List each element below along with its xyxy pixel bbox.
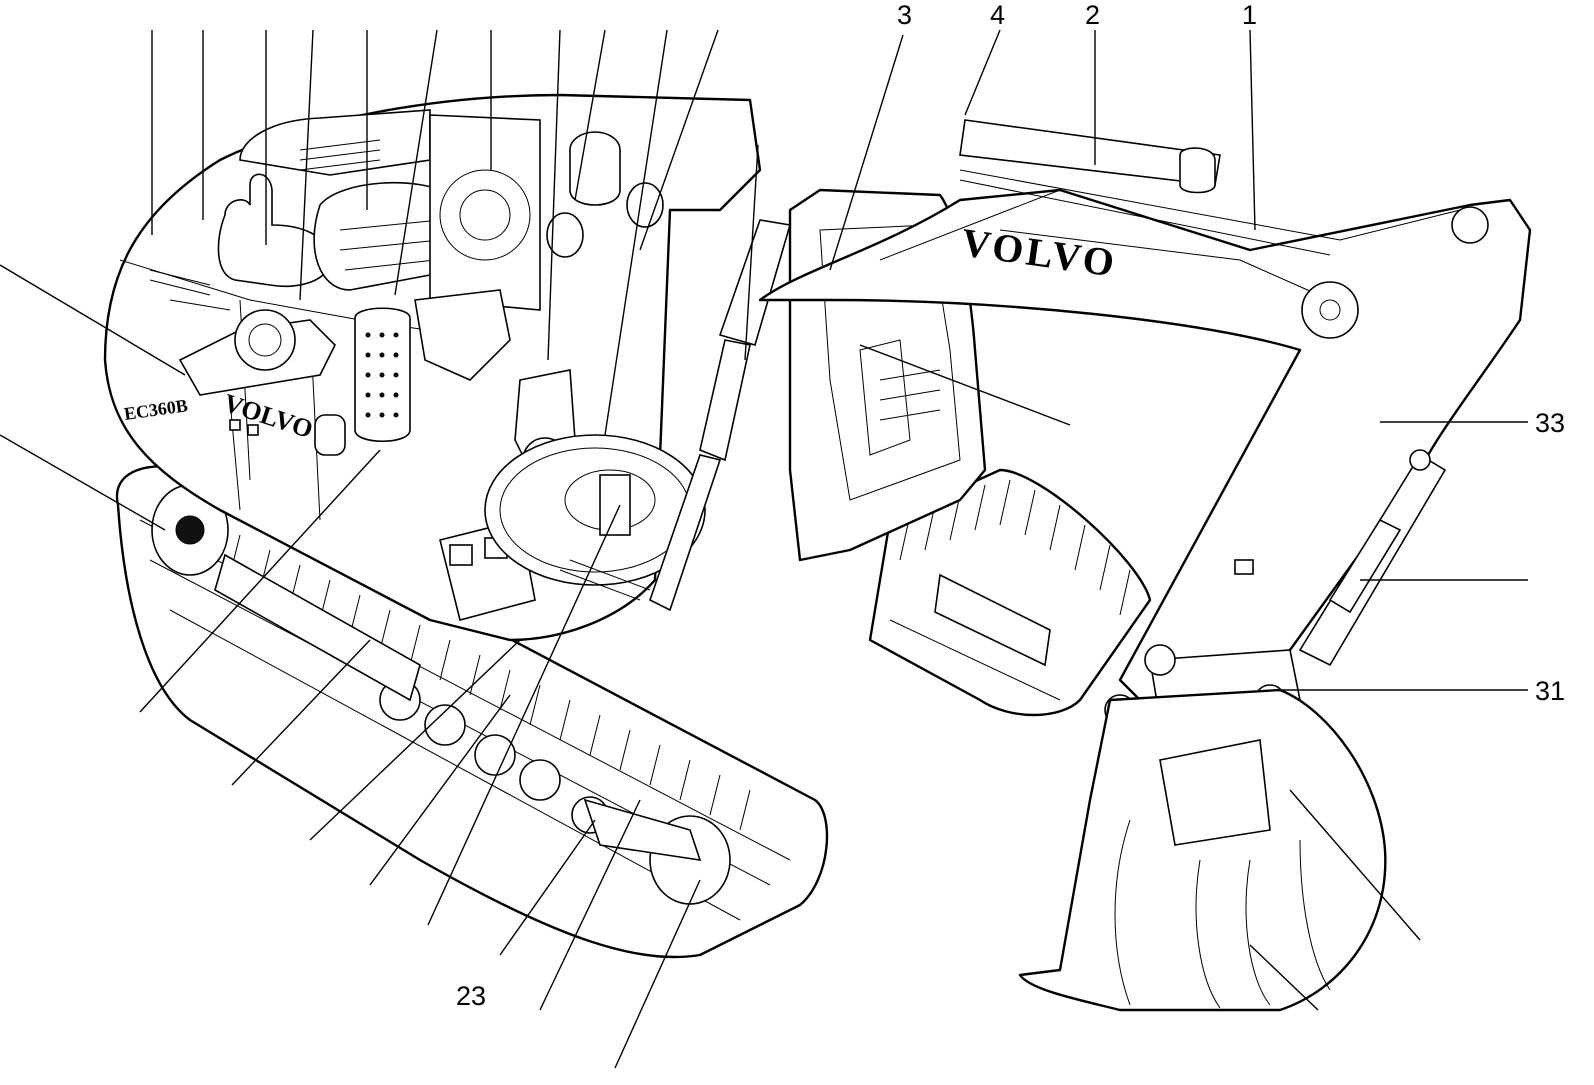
bucket	[1018, 688, 1387, 1012]
leader-line	[859, 344, 1071, 426]
leader-line	[1249, 29, 1256, 231]
leader-line	[574, 29, 606, 201]
leader-line	[547, 29, 561, 361]
leader-line	[309, 639, 521, 841]
callout-23: 23	[456, 981, 486, 1011]
right-track	[115, 465, 829, 959]
leader-line	[539, 799, 641, 1011]
leader-line	[427, 504, 621, 926]
callout-2: 2	[1085, 0, 1100, 30]
leader-lines	[0, 29, 1528, 1069]
leader-line	[614, 879, 701, 1069]
callout-33: 33	[1535, 408, 1565, 438]
leader-line	[1289, 789, 1421, 941]
leader-line	[1249, 944, 1319, 1011]
leader-line	[604, 29, 668, 436]
leader-line	[499, 819, 596, 956]
leader-line	[394, 29, 438, 296]
left-track	[868, 468, 1152, 717]
leader-line	[299, 29, 314, 301]
leader-line	[744, 144, 759, 361]
leader-line	[964, 29, 1001, 116]
boom-arm: VOLVO	[649, 119, 1532, 726]
leader-line	[829, 34, 904, 271]
leader-line	[0, 264, 186, 376]
callout-3: 3	[897, 0, 912, 30]
leader-line	[639, 29, 719, 251]
callout-31: 31	[1535, 676, 1565, 706]
leader-line	[231, 639, 371, 786]
leader-line	[0, 434, 166, 531]
leader-line	[369, 694, 511, 886]
leader-line	[139, 449, 381, 713]
slew-ring	[484, 434, 706, 601]
callout-1: 1	[1242, 0, 1257, 30]
callout-4: 4	[990, 0, 1005, 30]
